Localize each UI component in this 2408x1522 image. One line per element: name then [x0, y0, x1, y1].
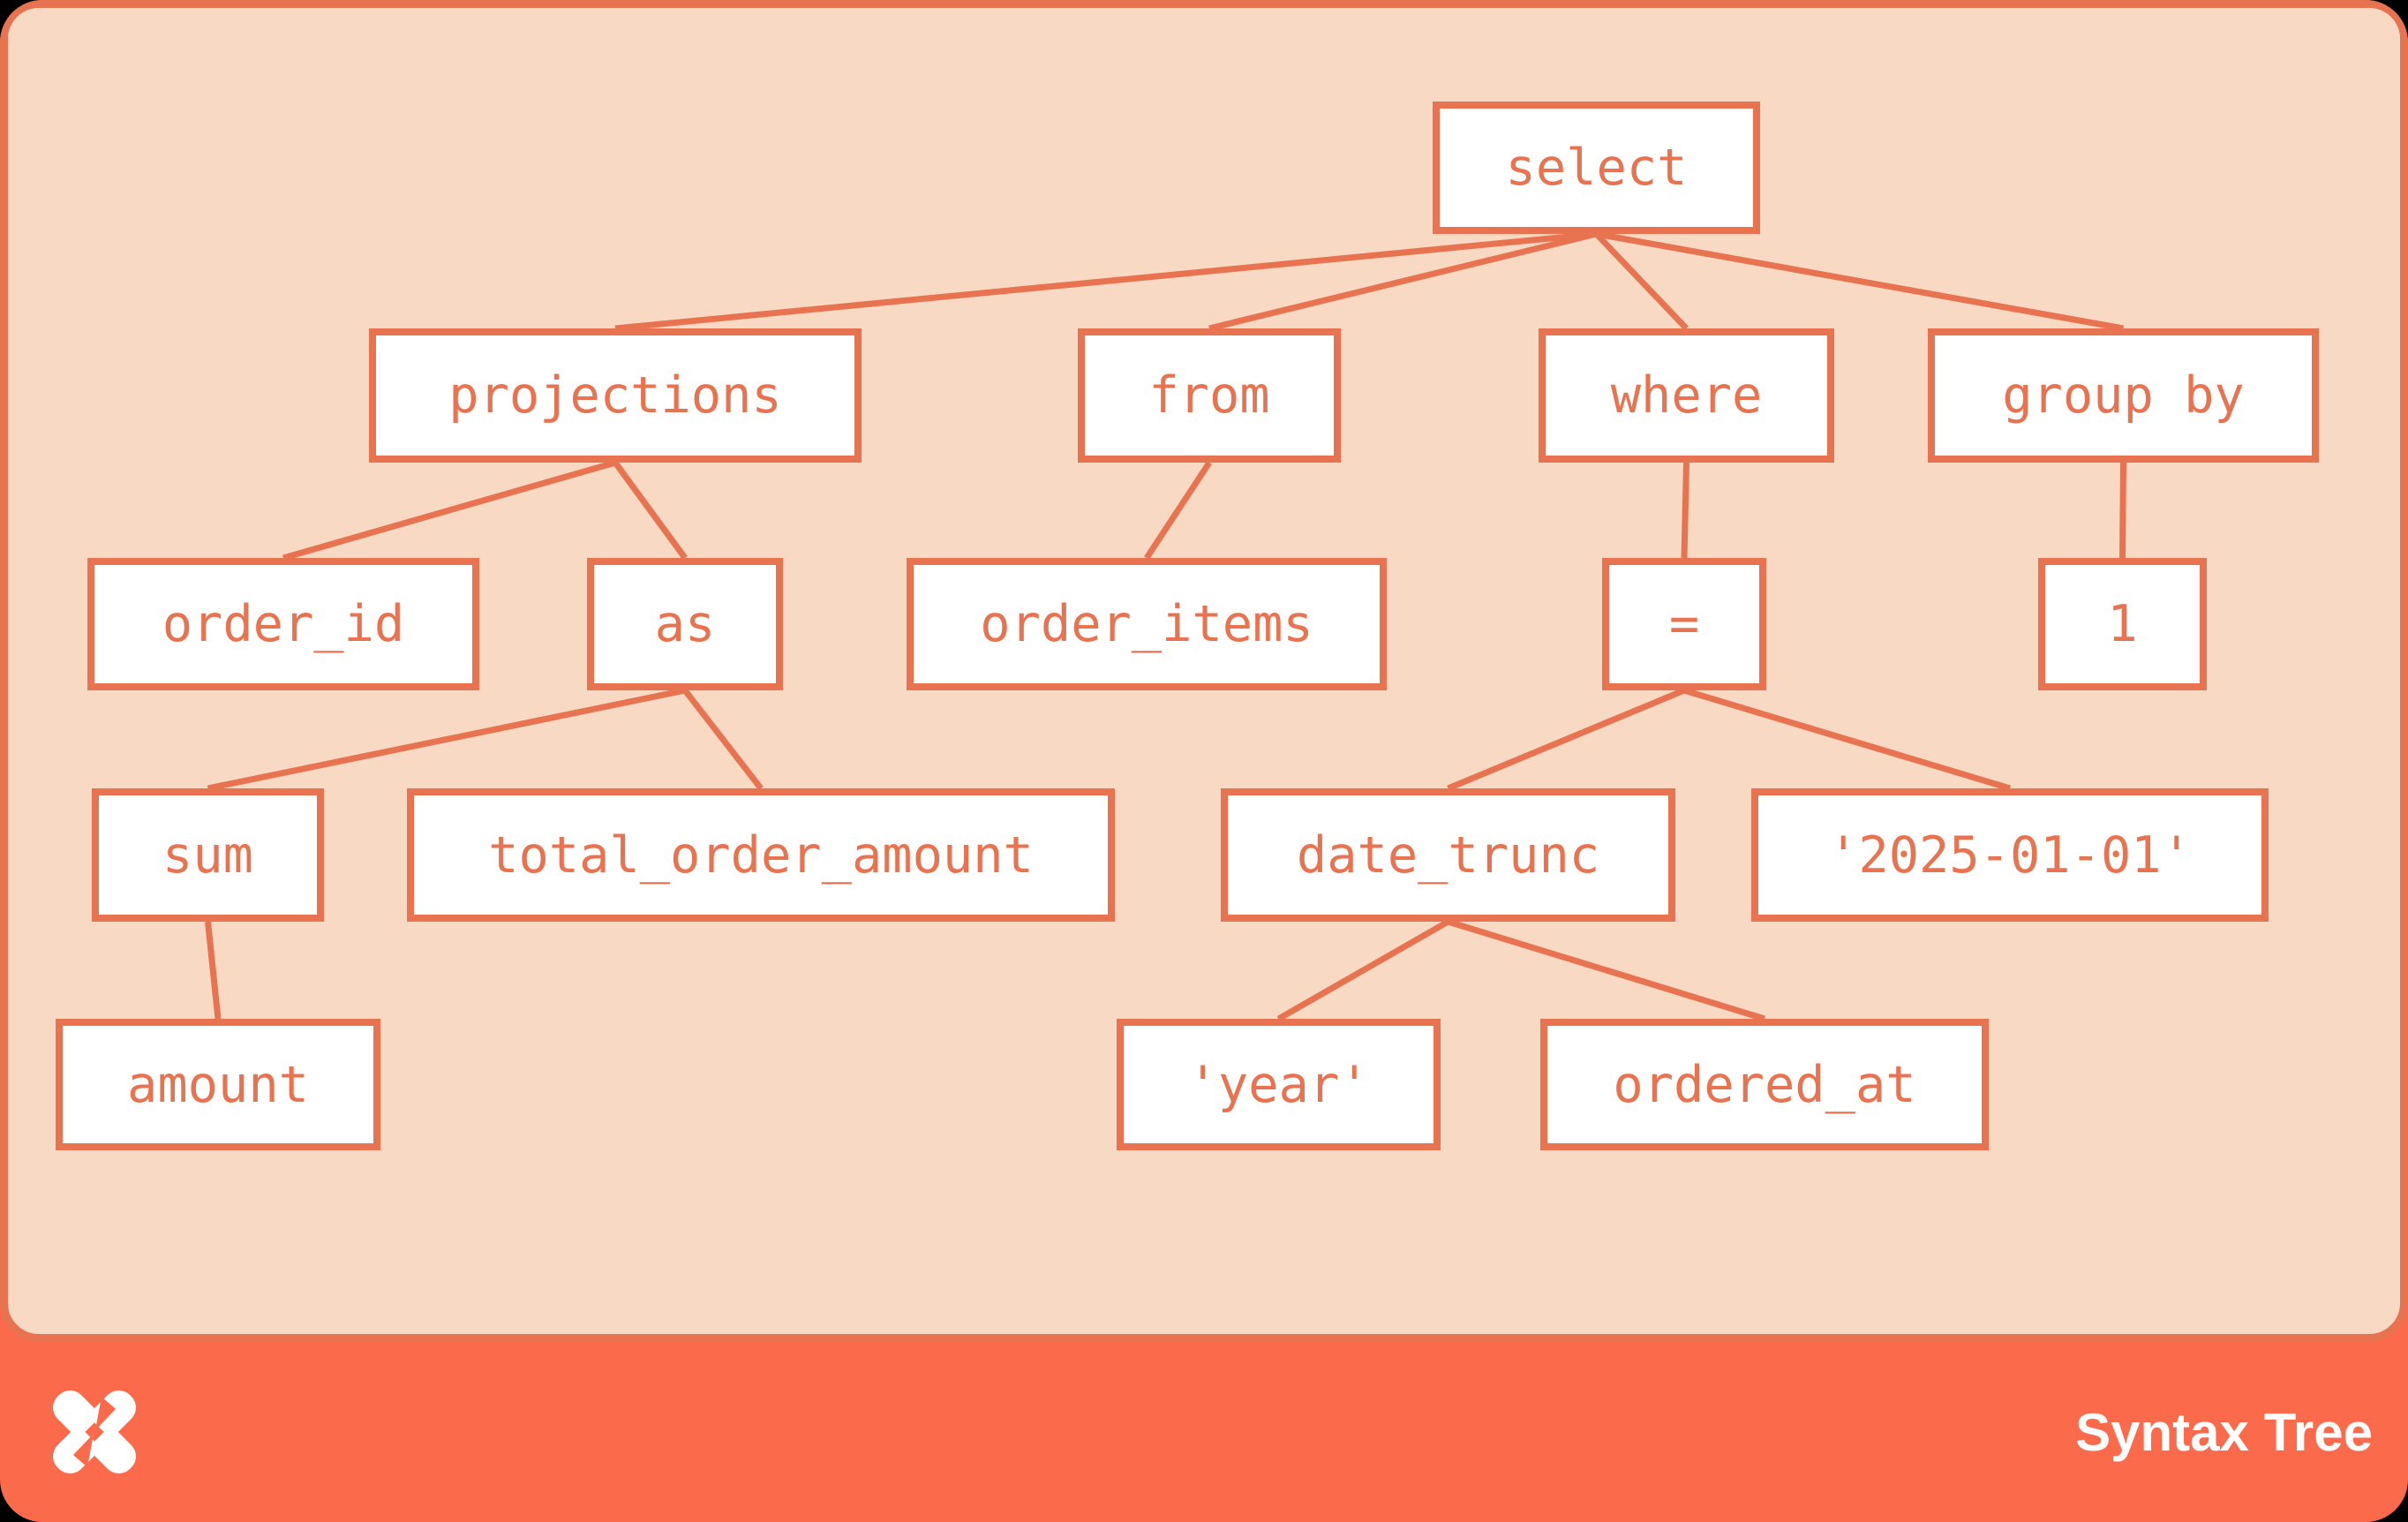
tree-node-total_order_amount: total_order_amount [407, 788, 1115, 922]
tree-node-lit_2025_01_01: '2025-01-01' [1751, 788, 2269, 922]
tree-node-as: as [587, 558, 783, 690]
tree-node-order_items: order_items [907, 558, 1387, 690]
tree-edges [205, 230, 2126, 1022]
tree-edge-group_by-one [2119, 462, 2126, 559]
tree-edge-from-order_items [1144, 461, 1212, 560]
dagster-logo-icon [53, 1390, 136, 1473]
tree-edge-select-where [1593, 231, 1689, 331]
tree-edge-as-total_order_amount [682, 688, 764, 791]
tree-edge-as-sum [207, 687, 686, 792]
tree-node-order_id: order_id [87, 558, 479, 690]
tree-node-amount: amount [56, 1019, 380, 1150]
tree-node-group_by: group by [1928, 328, 2319, 463]
tree-node-lit_year: 'year' [1117, 1019, 1441, 1150]
tree-node-select: select [1433, 102, 1760, 234]
tree-edge-eq-date_trunc [1447, 687, 1686, 792]
tree-edge-where-eq [1681, 462, 1689, 559]
tree-edge-select-projections [614, 230, 1597, 332]
tree-node-one: 1 [2038, 558, 2207, 690]
tree-edge-date_trunc-lit_year [1276, 918, 1450, 1022]
tree-node-where: where [1539, 328, 1834, 463]
tree-node-from: from [1078, 328, 1341, 463]
tree-node-sum: sum [92, 788, 324, 922]
tree-node-date_trunc: date_trunc [1221, 788, 1675, 922]
tree-edge-date_trunc-ordered_at [1447, 918, 1766, 1022]
tree-edge-select-group_by [1595, 230, 2125, 332]
tree-edge-select-from [1208, 230, 1598, 332]
tree-edge-projections-order_id [282, 459, 616, 561]
tree-node-ordered_at: ordered_at [1540, 1019, 1989, 1150]
tree-node-projections: projections [369, 328, 862, 463]
footer-title: Syntax Tree [2075, 1402, 2373, 1462]
tree-edge-sum-amount [205, 921, 222, 1020]
tree-edge-projections-as [613, 460, 688, 561]
tree-edge-eq-lit_2025_01_01 [1682, 687, 2012, 792]
tree-node-eq: = [1602, 558, 1766, 690]
footer-bar: Syntax Tree [0, 1342, 2408, 1522]
